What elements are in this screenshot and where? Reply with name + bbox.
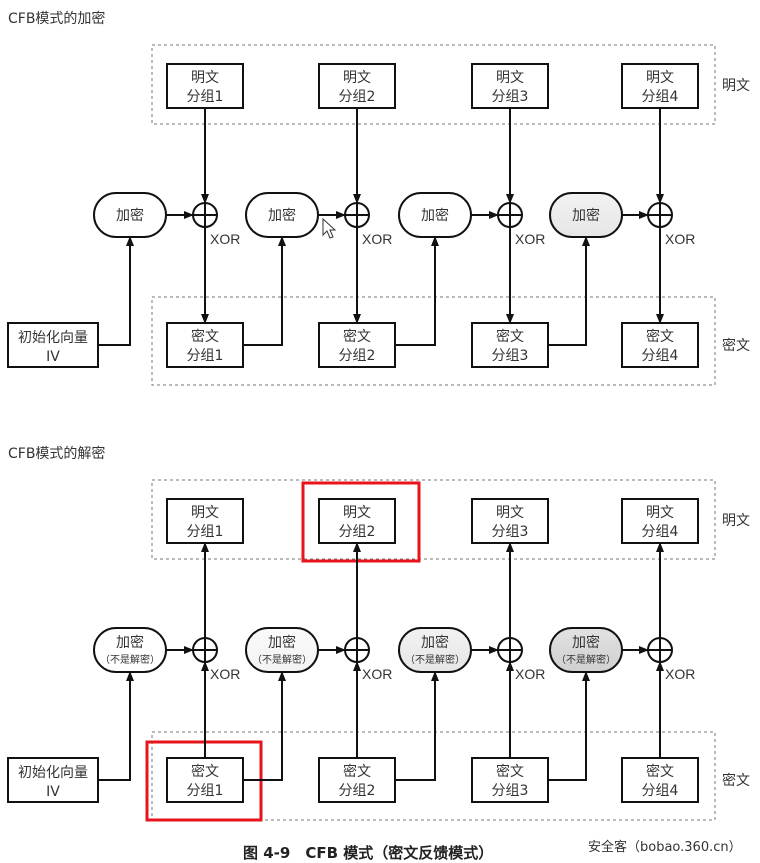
- encrypt-node-label: 加密: [572, 634, 600, 651]
- plaintext-block-index: 分组4: [642, 524, 679, 540]
- mouse-cursor-icon: [322, 217, 337, 239]
- ciphertext-block: [318, 757, 396, 803]
- plaintext-block-index: 分组2: [339, 524, 376, 540]
- encrypt-node-label: 加密: [572, 207, 600, 224]
- ciphertext-group-border: [151, 296, 716, 386]
- plaintext-block-index: 分组2: [339, 89, 376, 105]
- iv-label: 初始化向量: [18, 329, 88, 346]
- encrypt-node-note: （不是解密）: [556, 653, 616, 666]
- plaintext-block-label: 明文: [191, 505, 219, 521]
- plaintext-block-label: 明文: [496, 70, 524, 86]
- xor-label: XOR: [362, 666, 392, 682]
- ciphertext-block-index: 分组4: [642, 348, 679, 364]
- xor-label: XOR: [362, 231, 392, 247]
- xor-label: XOR: [210, 231, 240, 247]
- iv-box: [7, 757, 99, 803]
- ciphertext-block-label: 密文: [646, 328, 674, 345]
- ciphertext-block-index: 分组1: [187, 783, 224, 799]
- encrypt-node-note: （不是解密）: [252, 653, 312, 666]
- plaintext-block: [621, 498, 699, 544]
- figure-caption: 图 4-9 CFB 模式（密文反馈模式）: [243, 844, 494, 862]
- xor-label: XOR: [515, 231, 545, 247]
- highlight-box: [301, 481, 421, 563]
- encrypt-node-label: 加密: [421, 207, 449, 224]
- plaintext-group-border: [151, 479, 716, 560]
- plaintext-block-label: 明文: [646, 70, 674, 86]
- encrypt-node-label: 加密: [268, 207, 296, 224]
- ciphertext-block-label: 密文: [191, 328, 219, 345]
- ciphertext-block-label: 密文: [496, 763, 524, 780]
- ciphertext-block: [471, 757, 549, 803]
- ciphertext-block-index: 分组1: [187, 348, 224, 364]
- xor-label: XOR: [515, 666, 545, 682]
- ciphertext-block: [621, 322, 699, 368]
- ciphertext-block-label: 密文: [343, 328, 371, 345]
- plaintext-block-label: 明文: [343, 70, 371, 86]
- plaintext-block: [318, 63, 396, 109]
- plaintext-block: [621, 63, 699, 109]
- iv-feed-arrow: [98, 671, 134, 781]
- ciphertext-block-index: 分组3: [492, 348, 529, 364]
- plaintext-block-label: 明文: [646, 505, 674, 521]
- ciphertext-block-label: 密文: [343, 763, 371, 780]
- ciphertext-block-label: 密文: [191, 763, 219, 780]
- ciphertext-block-index: 分组2: [339, 783, 376, 799]
- encrypt-node-label: 加密: [421, 634, 449, 651]
- plaintext-group-label: 明文: [722, 513, 750, 529]
- iv-label: 初始化向量: [18, 764, 88, 781]
- ciphertext-group-label: 密文: [722, 337, 750, 354]
- ciphertext-block-index: 分组3: [492, 783, 529, 799]
- plaintext-block-index: 分组1: [187, 524, 224, 540]
- xor-label: XOR: [665, 666, 695, 682]
- iv-sublabel: IV: [46, 784, 60, 800]
- ciphertext-feedback-arrow: [243, 671, 286, 781]
- ciphertext-block: [166, 322, 244, 368]
- watermark: 安全客（bobao.360.cn）: [588, 840, 742, 855]
- plaintext-block-label: 明文: [496, 505, 524, 521]
- ciphertext-group-label: 密文: [722, 772, 750, 789]
- ciphertext-feedback-arrow: [548, 236, 590, 346]
- plaintext-block-label: 明文: [343, 505, 371, 521]
- ciphertext-feedback-arrow: [243, 236, 286, 346]
- plaintext-block-index: 分组1: [187, 89, 224, 105]
- ciphertext-block: [621, 757, 699, 803]
- encryption-title: CFB模式的加密: [8, 11, 106, 27]
- ciphertext-block-label: 密文: [646, 763, 674, 780]
- plaintext-block: [166, 63, 244, 109]
- encrypt-node-label: 加密: [116, 207, 144, 224]
- plaintext-block: [471, 63, 549, 109]
- encrypt-node-label: 加密: [116, 634, 144, 651]
- ciphertext-group-border: [151, 731, 716, 821]
- iv-feed-arrow: [98, 236, 134, 346]
- xor-label: XOR: [665, 231, 695, 247]
- plaintext-block-index: 分组3: [492, 524, 529, 540]
- plaintext-group-border: [151, 44, 716, 125]
- ciphertext-feedback-arrow: [548, 671, 590, 781]
- ciphertext-block-label: 密文: [496, 328, 524, 345]
- iv-sublabel: IV: [46, 349, 60, 365]
- plaintext-block-index: 分组4: [642, 89, 679, 105]
- iv-box: [7, 322, 99, 368]
- ciphertext-block-index: 分组4: [642, 783, 679, 799]
- plaintext-block-label: 明文: [191, 70, 219, 86]
- plaintext-group-label: 明文: [722, 78, 750, 94]
- plaintext-block-index: 分组3: [492, 89, 529, 105]
- xor-label: XOR: [210, 666, 240, 682]
- ciphertext-feedback-arrow: [395, 236, 439, 346]
- ciphertext-feedback-arrow: [395, 671, 439, 781]
- decryption-diagram: 明文密文初始化向量IV明文分组1密文分组1XOR加密（不是解密）明文分组2密文分…: [7, 479, 750, 822]
- decryption-title: CFB模式的解密: [8, 446, 106, 462]
- encrypt-node-note: （不是解密）: [405, 653, 465, 666]
- encrypt-node-label: 加密: [268, 634, 296, 651]
- encrypt-node-note: （不是解密）: [100, 653, 160, 666]
- ciphertext-block-index: 分组2: [339, 348, 376, 364]
- encryption-diagram: 明文密文初始化向量IV明文分组1密文分组1XOR加密明文分组2密文分组2XOR加…: [7, 44, 750, 386]
